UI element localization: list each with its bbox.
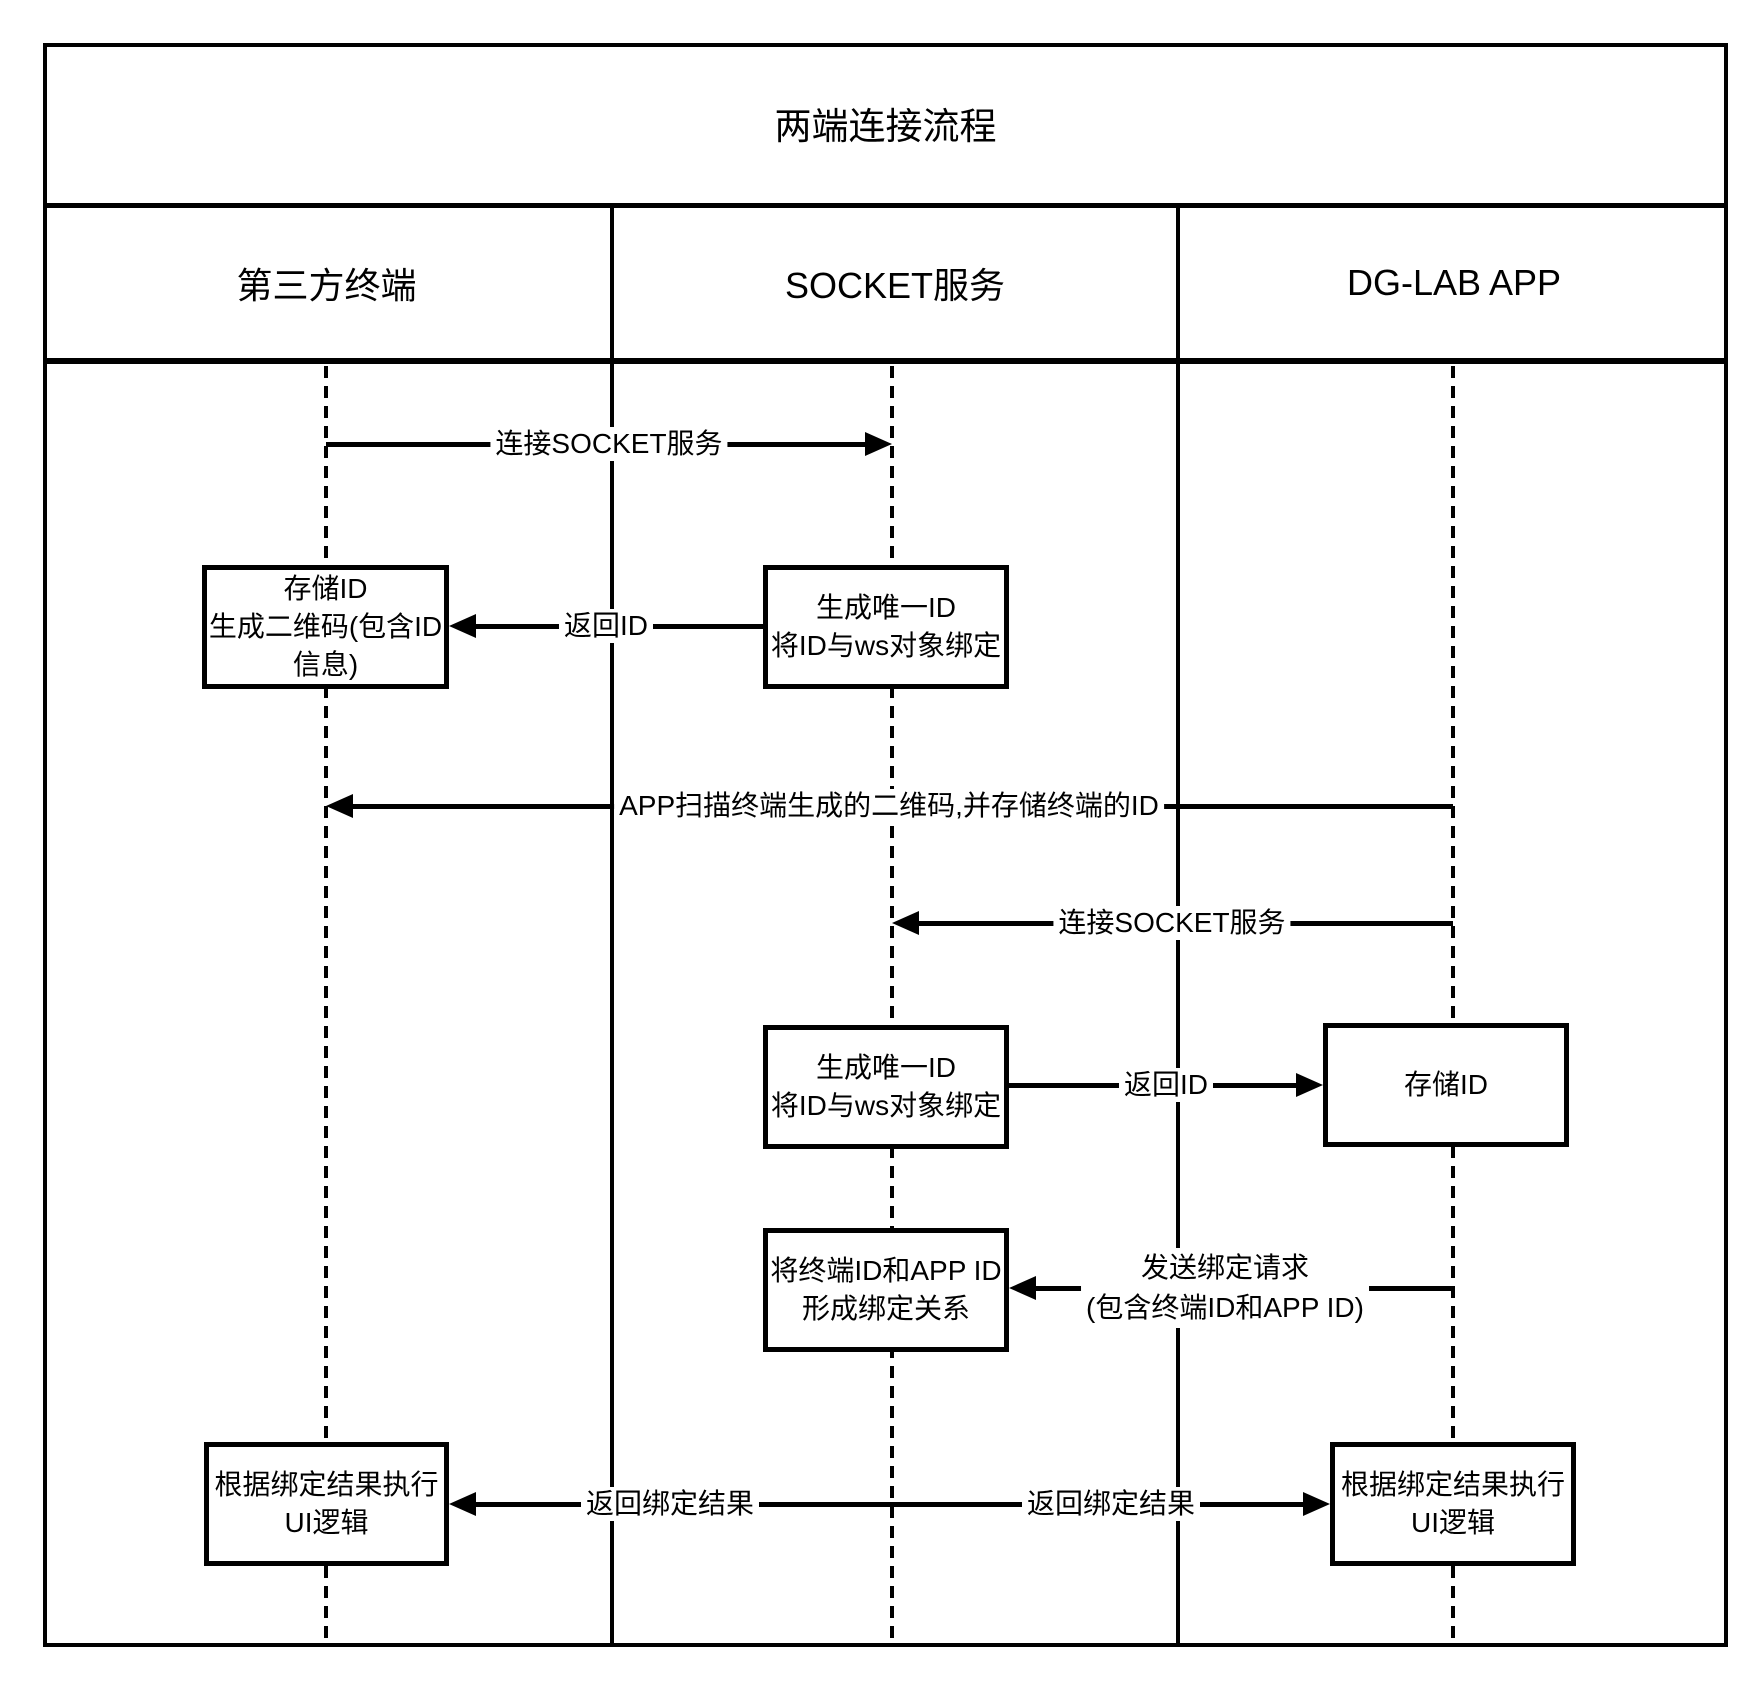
message-label-return-id-terminal: 返回ID [558,609,654,643]
box-text-line: 将ID与ws对象绑定 [770,1090,1002,1121]
arrowhead-right-icon [1296,1073,1323,1097]
box-app-store-id: 存储ID [1323,1023,1569,1147]
message-label-connect-app: 连接SOCKET服务 [1053,906,1291,940]
lifeline-terminal [324,366,328,1645]
box-socket-generate-id-1: 生成唯一ID 将ID与ws对象绑定 [763,565,1009,689]
box-text-line: 生成二维码(包含ID [208,611,443,642]
diagram-border [43,43,1728,1647]
message-label-connect-terminal: 连接SOCKET服务 [490,427,728,461]
message-label-return-bind-result-left: 返回绑定结果 [580,1487,760,1521]
arrowhead-right-icon [865,432,892,456]
lifeline-socket-service [890,366,894,1645]
participant-socket-service: SOCKET服务 [784,265,1006,306]
box-socket-generate-id-2: 生成唯一ID 将ID与ws对象绑定 [763,1025,1009,1149]
arrowhead-left-icon [449,614,476,638]
header-divider-line [43,358,1728,364]
box-text-line: 根据绑定结果执行 [1340,1469,1565,1500]
bind-request-label-line2: (包含终端ID和APP ID) [1086,1292,1364,1323]
box-text-line: 根据绑定结果执行 [214,1469,439,1500]
box-terminal-ui-logic: 根据绑定结果执行 UI逻辑 [204,1442,449,1566]
participant-terminal: 第三方终端 [236,265,417,306]
box-text-line: UI逻辑 [1410,1507,1495,1538]
box-text-line: 信息) [292,649,359,680]
arrowhead-left-icon [449,1492,476,1516]
lifeline-dglab-app [1451,366,1455,1645]
message-label-return-id-app: 返回ID [1118,1068,1214,1102]
box-app-ui-logic: 根据绑定结果执行 UI逻辑 [1330,1442,1576,1566]
message-label-scan-qrcode: APP扫描终端生成的二维码,并存储终端的ID [614,789,1164,823]
arrowhead-left-icon [326,794,353,818]
message-label-bind-request: 发送绑定请求 (包含终端ID和APP ID) [1081,1248,1369,1328]
box-text-line: 将ID与ws对象绑定 [770,630,1002,661]
box-text-line: 存储ID [283,573,368,604]
arrowhead-left-icon [892,911,919,935]
box-text-line: 形成绑定关系 [801,1293,970,1324]
box-text-line: 存储ID [1403,1069,1488,1100]
bind-request-label-line1: 发送绑定请求 [1140,1252,1310,1283]
box-text-line: 生成唯一ID [815,592,956,623]
column-divider-1 [610,203,614,1647]
arrowhead-right-icon [1303,1492,1330,1516]
box-socket-bind-ids: 将终端ID和APP ID 形成绑定关系 [763,1228,1009,1352]
message-line-return-bind-result [472,1502,1306,1507]
box-text-line: 将终端ID和APP ID [770,1255,1002,1286]
diagram-title: 两端连接流程 [774,106,997,147]
title-divider-line [43,203,1728,208]
message-label-return-bind-result-right: 返回绑定结果 [1021,1487,1201,1521]
box-text-line: 生成唯一ID [815,1052,956,1083]
box-terminal-store-id: 存储ID 生成二维码(包含ID 信息) [202,565,449,689]
arrowhead-left-icon [1009,1276,1036,1300]
box-text-line: UI逻辑 [284,1507,369,1538]
participant-dglab-app: DG-LAB APP [1346,262,1562,303]
